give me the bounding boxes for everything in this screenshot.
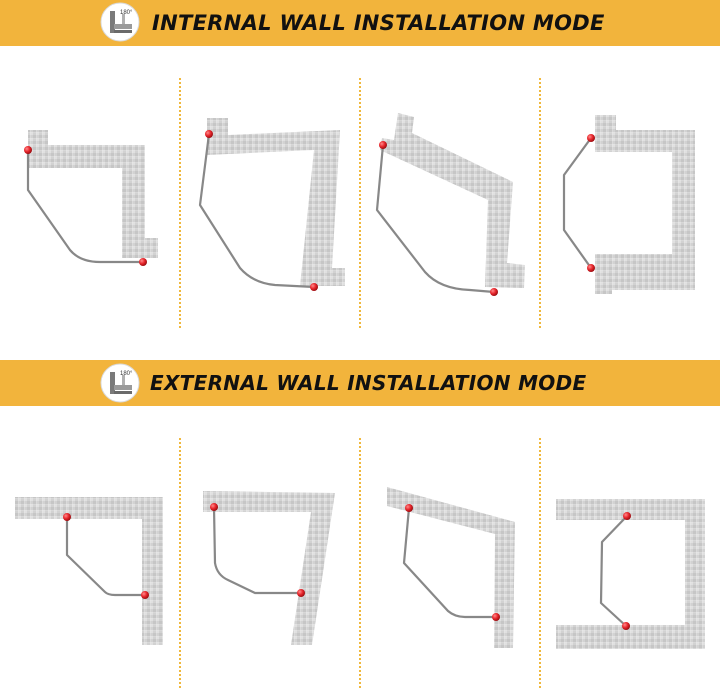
rail-endpoint <box>587 134 595 142</box>
rail-endpoint <box>623 512 631 520</box>
rail-endpoint <box>490 288 498 296</box>
tile-wall <box>203 491 335 645</box>
rail-endpoint <box>379 141 387 149</box>
rail-endpoint <box>141 591 149 599</box>
rail-endpoint <box>587 264 595 272</box>
column-divider <box>359 438 361 688</box>
tile-wall <box>595 115 695 294</box>
internal-diagram-2 <box>198 118 345 291</box>
rail-endpoint <box>63 513 71 521</box>
shower-rail <box>212 506 301 595</box>
tile-wall <box>207 118 345 286</box>
rail-endpoint <box>139 258 147 266</box>
internal-diagram-3 <box>375 113 525 296</box>
column-divider <box>179 78 181 328</box>
column-divider <box>359 78 361 328</box>
rail-endpoint <box>405 504 413 512</box>
external-diagram-4 <box>556 499 705 649</box>
tile-wall <box>28 130 158 258</box>
external-diagram-2 <box>203 491 335 645</box>
rail-endpoint <box>492 613 500 621</box>
rail-endpoint <box>205 130 213 138</box>
column-divider <box>539 438 541 688</box>
column-divider <box>539 78 541 328</box>
internal-diagram-1 <box>24 130 158 266</box>
icon-degree-label: 180° <box>120 10 133 16</box>
shower-rail <box>198 133 315 289</box>
shower-rail <box>375 144 495 294</box>
tile-wall <box>380 113 525 288</box>
column-divider <box>179 438 181 688</box>
rail-endpoint <box>622 622 630 630</box>
external-diagram-1 <box>15 497 163 645</box>
rail-endpoint <box>297 589 305 597</box>
external-diagram-3 <box>387 487 515 648</box>
shower-rail <box>562 137 592 269</box>
section-title-external: EXTERNAL WALL INSTALLATION MODE <box>150 371 587 395</box>
tile-wall <box>15 497 163 645</box>
section-title-internal: INTERNAL WALL INSTALLATION MODE <box>152 11 605 35</box>
rail-endpoint <box>24 146 32 154</box>
shower-rail <box>65 517 145 597</box>
shower-rail <box>26 150 143 264</box>
tile-wall <box>387 487 515 648</box>
railing-bracket-icon: 180° <box>100 2 140 42</box>
icon-degree-label: 180° <box>120 371 133 377</box>
tile-wall <box>556 499 705 649</box>
shower-rail <box>402 507 496 619</box>
railing-bracket-icon: 180° <box>100 363 140 403</box>
internal-diagram-4 <box>562 115 695 294</box>
rail-endpoint <box>310 283 318 291</box>
rail-endpoint <box>210 503 218 511</box>
shower-rail <box>599 515 628 627</box>
